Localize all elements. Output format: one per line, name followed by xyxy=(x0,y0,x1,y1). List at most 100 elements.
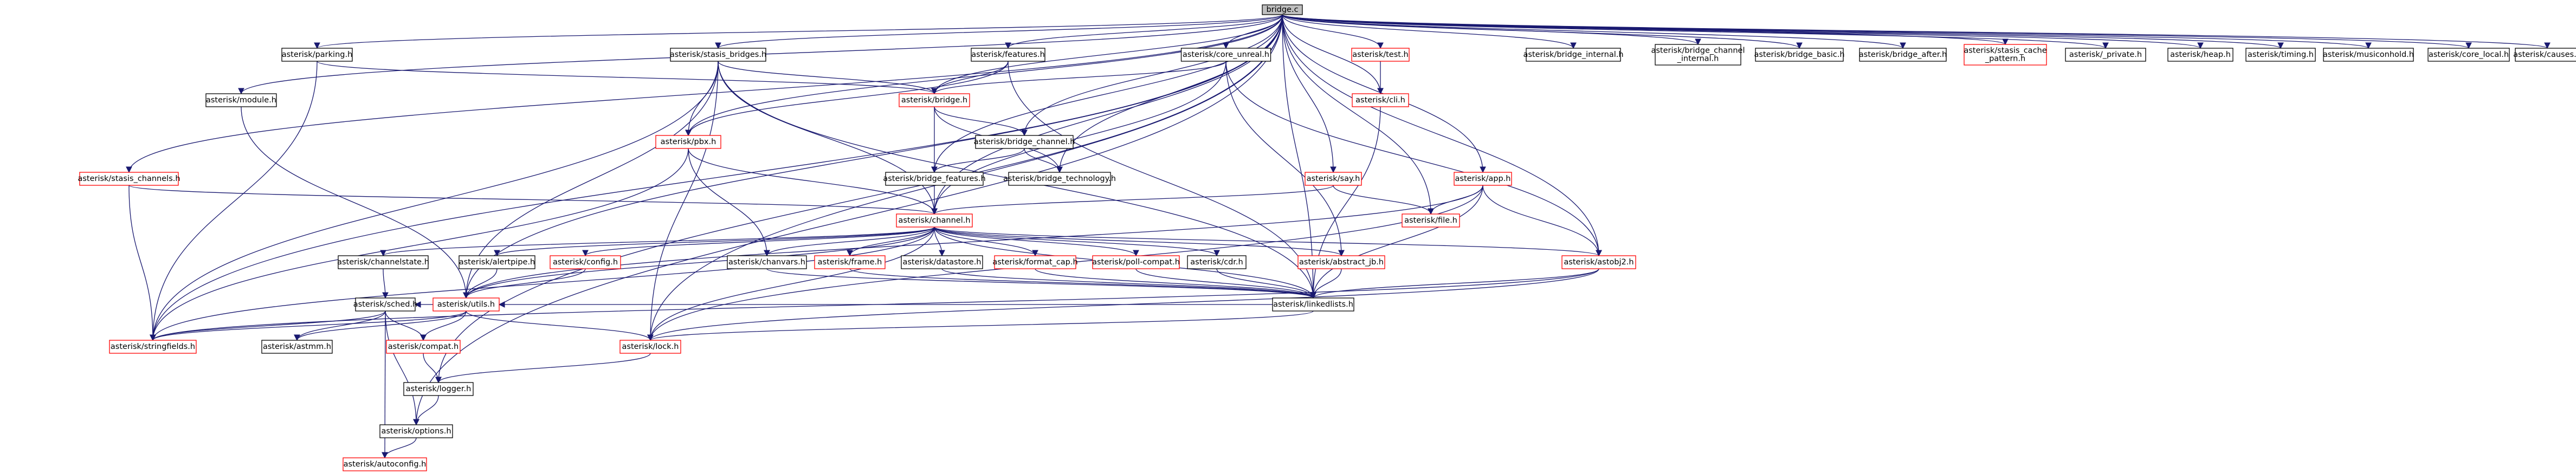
node-astmm-h[interactable]: asterisk/astmm.h xyxy=(261,340,333,354)
node-label: asterisk/astmm.h xyxy=(263,342,331,351)
node-box xyxy=(727,255,807,269)
edge-utils_h-to-stringfields_h xyxy=(150,310,467,341)
node-options-h[interactable]: asterisk/options.h xyxy=(379,424,453,438)
node-datastore-h[interactable]: asterisk/datastore.h xyxy=(901,255,983,269)
node-label: asterisk/stasis_cache xyxy=(1964,47,2046,55)
node-pbx-h[interactable]: asterisk/pbx.h xyxy=(655,135,721,149)
node-label: asterisk/chanvars.h xyxy=(728,258,805,267)
node-label: asterisk/channelstate.h xyxy=(337,258,429,267)
node-musiconhold-h[interactable]: asterisk/musiconhold.h xyxy=(2323,48,2414,62)
node-box xyxy=(1305,172,1362,186)
node-linkedlists-h[interactable]: asterisk/linkedlists.h xyxy=(1272,297,1354,312)
node-module-h[interactable]: asterisk/module.h xyxy=(205,93,277,107)
node-channel-h[interactable]: asterisk/channel.h xyxy=(896,213,973,228)
node-test-h[interactable]: asterisk/test.h xyxy=(1351,48,1410,62)
node-poll-compat-h[interactable]: asterisk/poll-compat.h xyxy=(1092,255,1180,269)
edge-stasis_bridges_h-to-stringfields_h xyxy=(150,61,719,341)
node-label: asterisk/module.h xyxy=(206,96,276,105)
node-file-h[interactable]: asterisk/file.h xyxy=(1402,213,1460,228)
node-bridge-internal-h[interactable]: asterisk/bridge_internal.h xyxy=(1523,48,1624,62)
node-config-h[interactable]: asterisk/config.h xyxy=(550,255,621,269)
node-abstract-jb-h[interactable]: asterisk/abstract_jb.h xyxy=(1297,255,1385,269)
node-bridge-after-h[interactable]: asterisk/bridge_after.h xyxy=(1859,48,1947,62)
node-label: asterisk/alertpipe.h xyxy=(459,258,535,267)
edge-stasis_channels_h-to-channel_h xyxy=(128,185,938,215)
node-channelstate-h[interactable]: asterisk/channelstate.h xyxy=(337,255,429,269)
edge-bridge_c-to-heap_h xyxy=(1282,14,2204,49)
node-autoconfig-h[interactable]: asterisk/autoconfig.h xyxy=(343,457,427,471)
edge-features_h-to-pbx_h xyxy=(685,61,1009,137)
node-logger-h[interactable]: asterisk/logger.h xyxy=(403,382,474,396)
node-label: asterisk/linkedlists.h xyxy=(1273,300,1353,309)
node-label: asterisk/timing.h xyxy=(2248,50,2314,59)
edge-stasis_bridges_h-to-utils_h xyxy=(463,61,719,299)
node-bridge-basic-h[interactable]: asterisk/bridge_basic.h xyxy=(1754,48,1845,62)
node-chanvars-h[interactable]: asterisk/chanvars.h xyxy=(727,255,807,269)
edge-say_h-to-file_h xyxy=(1333,185,1434,215)
node-cli-h[interactable]: asterisk/cli.h xyxy=(1352,93,1409,107)
edge-parking_h-to-stringfields_h xyxy=(150,61,318,341)
node-box xyxy=(885,172,984,186)
node-stasis-cache-pattern-h[interactable]: asterisk/stasis_cache_pattern.h xyxy=(1964,44,2047,66)
node-label: asterisk/frame.h xyxy=(818,258,882,267)
node-bridge-channel-internal-h[interactable]: asterisk/bridge_channel_internal.h xyxy=(1651,44,1745,66)
node-compat-h[interactable]: asterisk/compat.h xyxy=(386,340,461,354)
node-app-h[interactable]: asterisk/app.h xyxy=(1454,172,1512,186)
node-heap-h[interactable]: asterisk/heap.h xyxy=(2167,48,2233,62)
node-label: asterisk/datastore.h xyxy=(902,258,981,267)
node-features-h[interactable]: asterisk/features.h xyxy=(971,48,1045,62)
node-format-cap-h[interactable]: asterisk/format_cap.h xyxy=(992,255,1078,269)
node-stasis-channels-h[interactable]: asterisk/stasis_channels.h xyxy=(78,172,180,186)
node-label: asterisk/parking.h xyxy=(282,50,353,59)
node-timing-h[interactable]: asterisk/timing.h xyxy=(2245,48,2316,62)
edge-bridge_c-to-stasis_channels_h xyxy=(126,14,1283,173)
edge-bridge_c-to-utils_h xyxy=(463,14,1283,299)
node-label: asterisk/say.h xyxy=(1307,174,1360,183)
node-box xyxy=(994,255,1076,269)
node-utils-h[interactable]: asterisk/utils.h xyxy=(432,297,500,312)
edge-bridge_c-to-bridge_internal_h xyxy=(1282,14,1577,49)
node-frame-h[interactable]: asterisk/frame.h xyxy=(814,255,886,269)
node-box xyxy=(1964,44,2047,66)
node-label: asterisk/cdr.h xyxy=(1190,258,1243,267)
node-label: asterisk/stringfields.h xyxy=(111,342,195,351)
edge-bridge_h-to-bridge_channel_h xyxy=(934,106,1028,137)
edge-bridge_c-to-stasis_bridges_h xyxy=(715,14,1283,49)
node-box xyxy=(2427,48,2510,62)
node-private-h[interactable]: asterisk/_private.h xyxy=(2065,48,2146,62)
node-astobj2-h[interactable]: asterisk/astobj2.h xyxy=(1561,255,1636,269)
edge-pbx_h-to-channel_h xyxy=(688,148,938,215)
node-core-unreal-h[interactable]: asterisk/core_unreal.h xyxy=(1180,48,1271,62)
edge-bridge_c-to-test_h xyxy=(1282,14,1384,49)
edge-channel_h-to-channelstate_h xyxy=(380,226,935,257)
node-label: asterisk/compat.h xyxy=(388,342,459,351)
node-lock-h[interactable]: asterisk/lock.h xyxy=(619,340,681,354)
node-core-local-h[interactable]: asterisk/core_local.h xyxy=(2427,48,2510,62)
node-box xyxy=(655,135,721,149)
edge-cdr_h-to-linkedlists_h xyxy=(1216,268,1316,299)
node-bridge-channel-h[interactable]: asterisk/bridge_channel.h xyxy=(974,135,1075,149)
node-stasis-bridges-h[interactable]: asterisk/stasis_bridges.h xyxy=(670,48,766,62)
node-stringfields-h[interactable]: asterisk/stringfields.h xyxy=(109,340,197,354)
node-causes-h[interactable]: asterisk/causes.h xyxy=(2513,48,2576,62)
node-box xyxy=(1655,44,1741,66)
node-bridge-h[interactable]: asterisk/bridge.h xyxy=(899,93,970,107)
nodes-layer: bridge.c asterisk/parking.h asterisk/stasi… xyxy=(78,4,2576,471)
node-cdr-h[interactable]: asterisk/cdr.h xyxy=(1187,255,1247,269)
edge-utils_h-to-astmm_h xyxy=(294,310,467,341)
node-bridge-technology-h[interactable]: asterisk/bridge_technology.h xyxy=(1003,172,1116,186)
node-box xyxy=(1008,172,1111,186)
node-bridge-c[interactable]: bridge.c xyxy=(1262,4,1303,15)
node-say-h[interactable]: asterisk/say.h xyxy=(1305,172,1362,186)
edge-say_h-to-channel_h xyxy=(931,185,1334,215)
edge-channel_h-to-astobj2_h xyxy=(934,226,1602,257)
node-label: asterisk/app.h xyxy=(1455,174,1511,183)
node-sched-h[interactable]: asterisk/sched.h xyxy=(353,297,418,312)
node-label: asterisk/astobj2.h xyxy=(1564,258,1634,267)
node-parking-h[interactable]: asterisk/parking.h xyxy=(281,48,353,62)
node-bridge-features-h[interactable]: asterisk/bridge_features.h xyxy=(883,172,986,186)
edge-channel_h-to-chanvars_h xyxy=(764,226,935,257)
node-label: _pattern.h xyxy=(1985,55,2025,63)
edge-channel_h-to-config_h xyxy=(582,226,935,257)
node-alertpipe-h[interactable]: asterisk/alertpipe.h xyxy=(459,255,535,269)
